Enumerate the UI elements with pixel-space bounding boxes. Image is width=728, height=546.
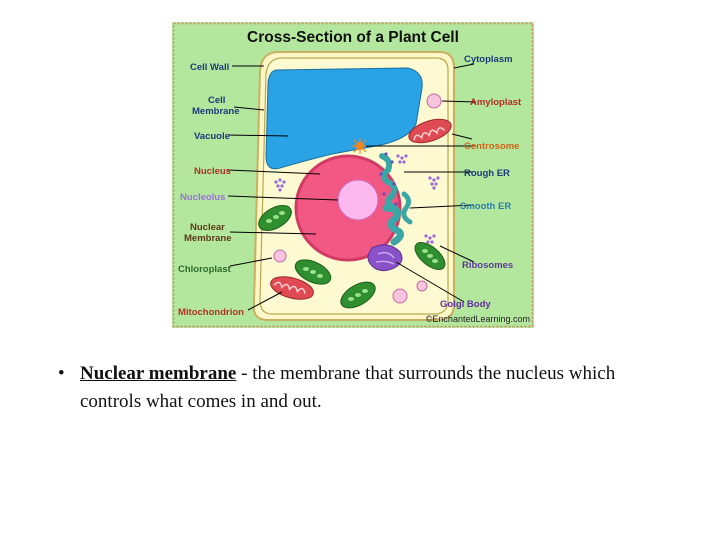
label-cell-membrane-line1: Cell <box>208 95 225 106</box>
label-mitochondrion: Mitochondrion <box>178 307 244 318</box>
smooth-er <box>382 191 413 246</box>
diagram-title: Cross-Section of a Plant Cell <box>247 29 459 46</box>
bullet-term: Nuclear membrane <box>80 363 237 384</box>
chloroplast-1 <box>258 205 292 231</box>
label-vacuole: Vacuole <box>194 131 230 142</box>
diagram-credit: ©EnchantedLearning.com <box>426 314 530 324</box>
plant-cell-diagram: Cross-Section of a Plant Cell <box>172 22 534 328</box>
label-chloroplast: Chloroplast <box>178 264 232 275</box>
ribosomes <box>274 154 440 244</box>
chloroplast-3 <box>340 281 376 309</box>
vesicle-2 <box>392 288 408 304</box>
amyloplast-top <box>426 93 442 109</box>
label-nuclear-membrane-line2: Membrane <box>184 233 232 244</box>
vesicle-3 <box>416 280 428 292</box>
label-rough-er: Rough ER <box>464 168 510 179</box>
left-labels: Cell Wall Cell Membrane Vacuole Nucleus … <box>178 62 244 318</box>
label-golgi-body: Golgi Body <box>440 299 491 310</box>
label-cell-wall: Cell Wall <box>190 62 229 73</box>
label-arrows <box>227 63 477 311</box>
plant-cell-svg: Cross-Section of a Plant Cell <box>172 22 534 328</box>
nucleolus <box>337 179 379 221</box>
mitochondrion-upper <box>408 118 452 144</box>
chloroplast-4 <box>414 242 446 270</box>
chloroplast-2 <box>294 259 332 285</box>
label-cytoplasm: Cytoplasm <box>464 54 513 65</box>
bullet-symbol: • <box>58 363 65 384</box>
centrosome <box>352 138 368 154</box>
mitochondrion-lower <box>270 276 314 300</box>
label-amyloplast: Amyloplast <box>470 97 522 108</box>
label-nucleus: Nucleus <box>194 166 231 177</box>
label-cell-membrane-line2: Membrane <box>192 106 240 117</box>
label-centrosome: Centrosome <box>464 141 519 152</box>
bullet-item: • Nuclear membrane - the membrane that s… <box>58 360 678 416</box>
label-nucleolus: Nucleolus <box>180 192 225 203</box>
right-labels: Cytoplasm Amyloplast Centrosome Rough ER… <box>440 54 522 310</box>
golgi-body <box>367 244 403 272</box>
label-nuclear-membrane-line1: Nuclear <box>190 222 225 233</box>
vesicle-1 <box>273 249 287 263</box>
bullet-definition: - the membrane that surrounds the nucleu… <box>80 363 616 412</box>
vacuole <box>265 67 423 170</box>
bullet-text: Nuclear membrane - the membrane that sur… <box>80 360 678 416</box>
label-smooth-er: Smooth ER <box>460 201 511 212</box>
label-ribosomes: Ribosomes <box>462 260 513 271</box>
diagram-border <box>172 22 534 328</box>
